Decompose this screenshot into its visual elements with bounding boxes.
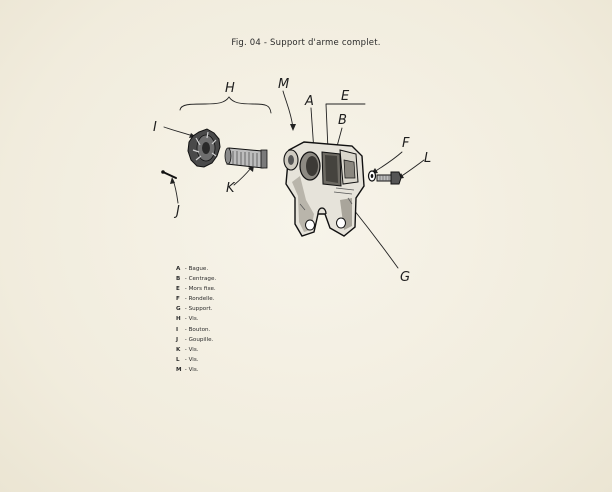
legend-item: J - Goupille. <box>176 336 214 343</box>
callout-l: L <box>424 151 431 166</box>
callout-h: H <box>225 81 235 96</box>
callout-i: I <box>153 120 157 135</box>
brace-h <box>179 96 272 114</box>
part-g-support <box>283 141 365 237</box>
figure-title: Fig. 04 - Support d'arme complet. <box>231 38 381 48</box>
callout-f: F <box>402 136 410 151</box>
arrow-m <box>290 124 296 131</box>
callout-k: K <box>226 181 236 196</box>
leader-j <box>172 179 179 204</box>
callout-m: M <box>278 77 289 92</box>
leader-g <box>353 209 399 269</box>
legend-item: H - Vis. <box>176 316 199 323</box>
legend-item: F - Rondelle. <box>176 296 215 303</box>
legend-item: A - Bague. <box>176 266 209 272</box>
legend-item: B - Centrage. <box>176 276 217 283</box>
legend-item: I - Bouton. <box>176 326 211 333</box>
callout-e: E <box>341 89 350 104</box>
leader-e <box>325 103 366 151</box>
callout-j: J <box>173 204 180 219</box>
leader-k <box>233 167 252 186</box>
part-l-bolt <box>376 171 402 185</box>
part-k-screw <box>224 147 268 169</box>
legend-item: K - Vis. <box>176 346 199 353</box>
leader-l <box>399 159 425 178</box>
leader-i <box>163 126 194 137</box>
part-f-washer <box>367 170 377 182</box>
part-j-pin <box>161 170 177 179</box>
legend-item: E - Mors fixe. <box>176 286 216 293</box>
leader-f <box>373 151 403 173</box>
legend-item: G - Support. <box>176 306 213 313</box>
callout-a: A <box>304 94 314 109</box>
leader-m <box>282 90 294 129</box>
callout-b: B <box>338 113 347 128</box>
part-i-knob <box>187 128 221 168</box>
arrow-j <box>170 177 175 184</box>
legend-item: M - Vis. <box>176 366 199 373</box>
legend-item: L - Vis. <box>176 356 199 363</box>
parts-legend: A - Bague. B - Centrage. E - Mors fixe. … <box>176 264 216 375</box>
callout-g: G <box>400 270 410 285</box>
